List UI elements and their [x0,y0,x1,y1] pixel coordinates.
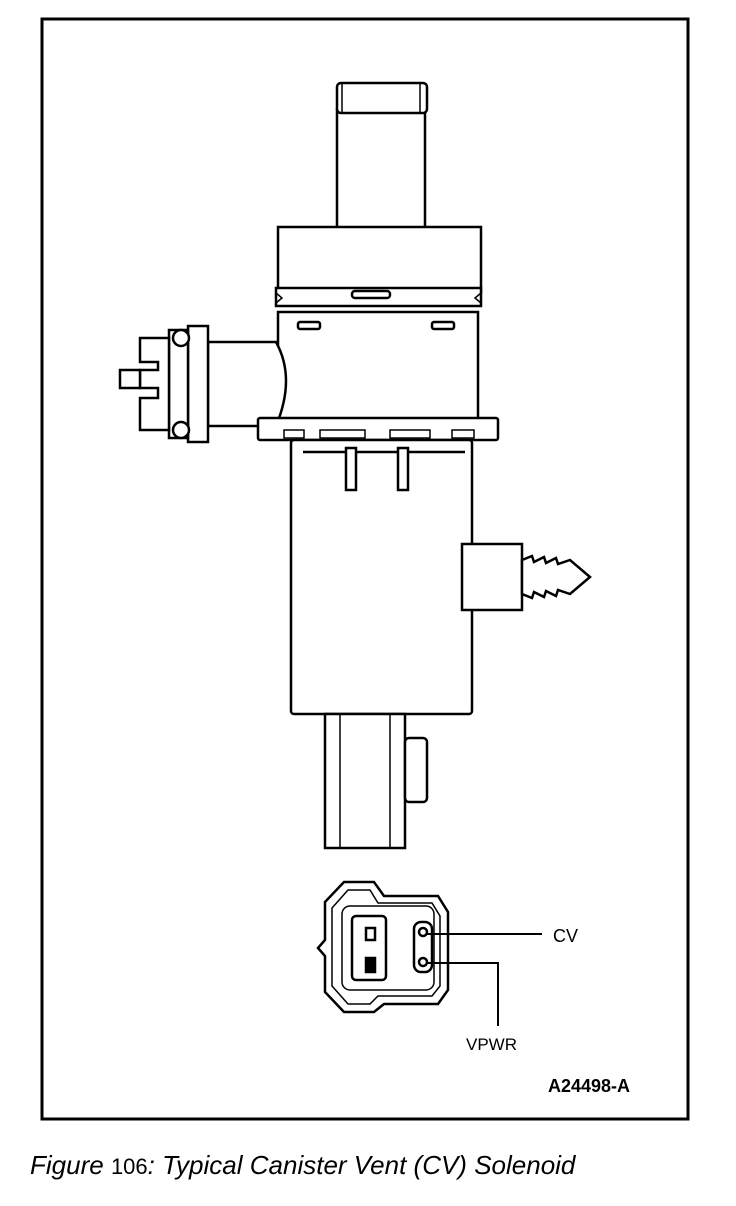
side-barb [520,554,592,600]
pin-upper [364,926,377,942]
bottom-connector-latch [403,736,429,804]
figure-caption: Figure 106: Typical Canister Vent (CV) S… [30,1150,575,1181]
figure-number: 106 [110,1154,148,1179]
connector-face-inner [331,889,441,1005]
pin-cv-bottom [417,956,429,968]
upper-housing [276,225,483,294]
figure-frame [40,17,690,1121]
side-port [206,340,288,428]
top-tube-cap [335,81,429,115]
connector-face-cavity [341,905,435,991]
pin-cv-cavity [412,920,434,974]
part-number: A24498-A [548,1076,630,1096]
flange [256,416,500,442]
figure-caption-prefix: Figure [30,1150,104,1180]
upper-slot [350,289,392,300]
solenoid-body [118,81,592,850]
pin-cv-top [417,926,429,938]
lower-body [289,438,474,716]
connector-face [316,880,450,1014]
figure-caption-title: : Typical Canister Vent (CV) Solenoid [147,1150,576,1180]
top-tube [335,108,427,228]
vpwr-leader-line [426,962,499,1026]
connector-face-outer [316,880,450,1014]
side-port-connector [138,336,171,432]
pin-cluster-left [350,914,388,982]
bottom-connector [323,712,407,850]
lower-tab-left [344,446,358,492]
label-cv: CV [553,926,578,946]
pin-vpwr [364,956,377,974]
side-barb-housing [460,542,524,612]
lower-tab-right [396,446,410,492]
label-vpwr: VPWR [466,1035,517,1054]
